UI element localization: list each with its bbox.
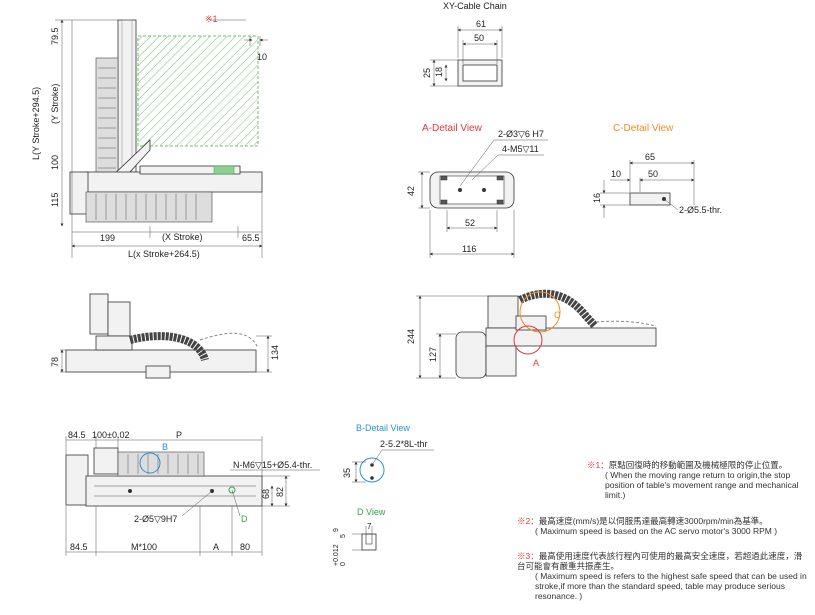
dim-10: 10 [257,52,267,62]
note-2-zh: 最高速度(mm/s)是以伺服馬達最高轉速3000rpm/min為基準。 [538,516,768,526]
front-view [60,293,272,379]
cable-dim-18: 18 [434,67,444,77]
note-2-mark: ※2： [517,516,539,526]
bottom-dim-m: M*100 [131,542,157,552]
d-view-dim-9: 9 [333,528,340,532]
b-detail-dim-35: 35 [342,468,352,478]
b-detail-hole: 2-5.2*8L-thr [380,439,428,449]
a-detail-hole-1: 2-Ø3▽6 H7 [498,129,544,139]
x-axis-base [85,171,263,193]
note-3: ※3：最高使用速度代表該行程內可使用的最高安全速度，若超過此速度，滑台可能會有嚴… [517,551,809,601]
bottom-label-b: B [162,442,168,452]
bottom-dim-80: 80 [240,542,250,552]
cable-dim-61: 61 [476,19,486,29]
note-2-en: ( Maximum speed is based on the AC servo… [535,526,778,536]
side-dim-244: 244 [406,329,416,344]
dim-79-5: 79.5 [50,27,60,45]
d-view-title: D View [357,507,386,517]
c-detail-dim-16: 16 [592,193,602,203]
c-detail-hole: 2-Ø5.5-thr. [679,205,722,215]
bottom-holes-n: N-M6▽15+Ø5.4-thr. [233,460,312,470]
bottom-dim-68: 68 [261,489,271,499]
a-detail-dim-52: 52 [465,218,475,228]
c-detail-dim-50: 50 [648,169,658,179]
dim-65-5: 65.5 [242,233,260,243]
dim-l-y-stroke: L(Y Stroke+294.5) [31,87,41,160]
bottom-dim-100-tol: 100±0.02 [92,430,129,440]
note-1-mark: ※1： [587,460,609,470]
c-detail-title: C-Detail View [613,123,674,134]
d-view-dim-7: 7 [367,522,372,531]
x-motor [69,171,89,215]
a-detail-dim-42: 42 [406,186,416,196]
side-label-c: C [554,310,561,320]
side-dim-127: 127 [428,347,438,362]
a-detail-dim-116: 116 [462,244,476,254]
a-detail-title: A-Detail View [422,123,483,134]
bottom-dim-84-5-top: 84.5 [68,430,86,440]
dim-l-x-stroke: L(x Stroke+264.5) [128,249,200,259]
c-detail-dim-65: 65 [645,152,655,162]
d-view-tol2: 0 [340,562,347,566]
note-1: ※1：原點回復時的移動範圍及機械極限的停止位置。 ( When the movi… [587,460,809,500]
a-detail-hole-2: 4-M5▽11 [502,144,539,154]
dim-x-stroke: (X Stroke) [162,232,203,242]
bottom-view [65,436,320,556]
front-dim-78: 78 [50,357,60,367]
cable-dim-25: 25 [422,68,432,78]
c-detail-drawing [600,160,695,218]
stroke-area [137,35,259,147]
d-view-drawing [352,526,377,551]
dim-100-top: 100 [50,155,60,170]
b-detail-drawing [352,449,434,483]
top-view [55,19,268,258]
side-label-a: A [533,358,539,368]
note-3-en: ( Maximum speed is refers to the highest… [535,571,807,601]
note-3-zh: 最高使用速度代表該行程內可使用的最高安全速度，若超過此速度，滑台可能會有嚴重共振… [517,551,803,571]
cable-chain-title: XY-Cable Chain [443,1,507,11]
note-1-zh: 原點回復時的移動範圍及機械極限的停止位置。 [608,460,788,470]
bottom-dim-82: 82 [275,487,285,497]
note-1-en: ( When the moving range return to origin… [605,470,799,500]
bottom-holes-2: 2-Ø5▽9H7 [134,514,177,524]
dim-y-stroke: (Y Stroke) [50,84,60,124]
bottom-dim-84-5-bot: 84.5 [70,542,88,552]
b-detail-title: B-Detail View [356,423,410,433]
dim-199: 199 [100,233,115,243]
d-view-tol: +0.012 [333,544,340,566]
d-view-dim-5: 5 [340,534,347,538]
x-cable-chain [85,191,213,223]
dim-115: 115 [50,193,60,207]
side-view [416,289,657,379]
a-detail-drawing [418,139,548,258]
note-3-mark: ※3： [517,551,539,561]
cable-chain-section [430,26,503,87]
bottom-label-d: D [241,514,248,524]
cable-dim-50: 50 [474,33,484,43]
note-ref-1: ※1 [205,14,218,24]
note-2: ※2：最高速度(mm/s)是以伺服馬達最高轉速3000rpm/min為基準。 (… [517,516,809,536]
c-detail-dim-10: 10 [611,169,621,179]
bottom-dim-p: P [176,430,182,440]
front-dim-134: 134 [270,345,280,360]
bottom-dim-a: A [213,542,219,552]
